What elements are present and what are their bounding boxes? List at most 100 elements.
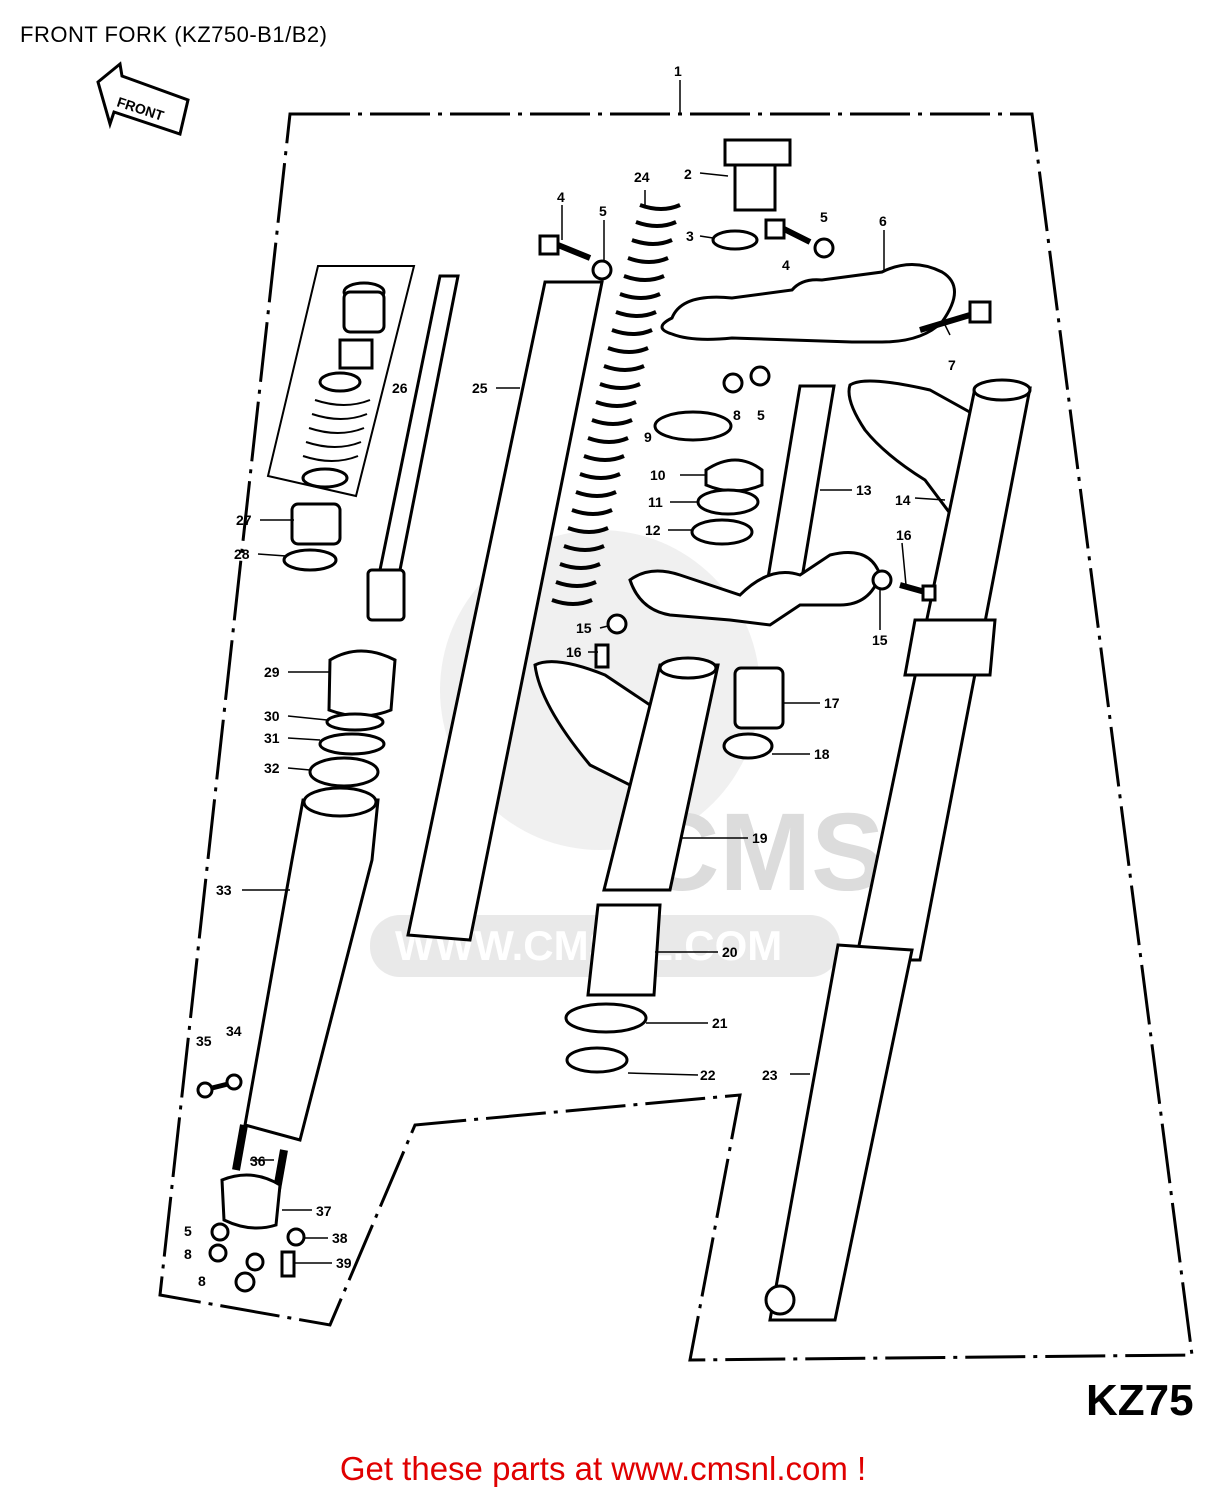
callout-17: 17 bbox=[824, 695, 840, 711]
part-27-piston bbox=[290, 502, 342, 546]
nut-15-left bbox=[606, 613, 628, 635]
part-21-gasket bbox=[564, 1002, 648, 1034]
callout-25: 25 bbox=[472, 380, 488, 396]
assembly-boundary bbox=[158, 112, 1194, 1362]
part-24-fork-spring bbox=[551, 203, 681, 606]
callout-9: 9 bbox=[644, 429, 652, 445]
callout-33: 33 bbox=[216, 882, 232, 898]
washer-5-right bbox=[813, 237, 835, 259]
callout-13: 13 bbox=[856, 482, 872, 498]
callout-22: 22 bbox=[700, 1067, 716, 1083]
callout-6: 6 bbox=[879, 213, 887, 229]
part-29-dust-seal bbox=[327, 649, 397, 718]
stud-36-left bbox=[232, 1124, 248, 1171]
callout-4b: 4 bbox=[782, 257, 790, 273]
callout-3: 3 bbox=[686, 228, 694, 244]
bolt-16-right bbox=[899, 582, 937, 602]
callout-16a: 16 bbox=[896, 527, 912, 543]
callout-31: 31 bbox=[264, 730, 280, 746]
part-37-axle-clamp bbox=[220, 1173, 282, 1230]
part-3-o-ring bbox=[711, 229, 759, 251]
bolt-16-left bbox=[594, 643, 610, 669]
part-28-ring bbox=[282, 548, 338, 572]
part-30-clip bbox=[325, 712, 385, 732]
callout-5b: 5 bbox=[820, 209, 828, 225]
part-6-upper-bracket bbox=[660, 263, 956, 344]
part-26-damper-kit-box bbox=[266, 265, 416, 498]
callout-4a: 4 bbox=[557, 189, 565, 205]
callout-15a: 15 bbox=[872, 632, 888, 648]
front-direction-arrow: FRONT bbox=[96, 61, 190, 136]
callout-24: 24 bbox=[634, 169, 650, 185]
callout-numbers: 1 2 3 4 5 4 5 6 7 8 5 9 10 11 12 13 14 1… bbox=[184, 63, 956, 1289]
callout-18: 18 bbox=[814, 746, 830, 762]
callout-29: 29 bbox=[264, 664, 280, 680]
front-fork-exploded-diagram: CMS WWW.CMSNL.COM FRONT bbox=[96, 61, 1194, 1362]
bolt-7 bbox=[919, 300, 992, 333]
part-31-washer bbox=[318, 732, 386, 756]
callout-32: 32 bbox=[264, 760, 280, 776]
washer-34 bbox=[225, 1073, 243, 1091]
callout-20: 20 bbox=[722, 944, 738, 960]
callout-15b: 15 bbox=[576, 620, 592, 636]
part-33-left-outer-tube bbox=[243, 798, 380, 1142]
nut-15-right bbox=[871, 569, 893, 591]
washer-5-left bbox=[591, 259, 613, 281]
part-2-top-plug bbox=[723, 138, 792, 212]
left-headlight-bracket bbox=[533, 660, 652, 798]
callout-10: 10 bbox=[650, 467, 666, 483]
bolt-4-right bbox=[764, 218, 812, 245]
bolt-39 bbox=[280, 1250, 296, 1278]
callout-1: 1 bbox=[674, 63, 682, 79]
washer-5-center bbox=[749, 365, 771, 387]
nut-8 bbox=[722, 372, 744, 394]
part-25-inner-tube bbox=[406, 280, 604, 942]
part-10-bearing-upper bbox=[704, 458, 764, 493]
part-11-race bbox=[696, 488, 760, 516]
model-badge: KZ75 bbox=[1086, 1376, 1194, 1425]
callout-28: 28 bbox=[234, 546, 250, 562]
callout-30: 30 bbox=[264, 708, 280, 724]
part-18-seat bbox=[722, 732, 774, 760]
nut-8-lower-bottom bbox=[234, 1271, 256, 1293]
washer-5-bottom bbox=[210, 1222, 230, 1242]
nut-8-mid-bottom bbox=[245, 1252, 265, 1272]
callout-34: 34 bbox=[226, 1023, 242, 1039]
callout-36: 36 bbox=[250, 1153, 266, 1169]
callout-12: 12 bbox=[645, 522, 661, 538]
callout-27: 27 bbox=[236, 512, 252, 528]
part-20-lower-cover bbox=[586, 903, 662, 997]
part-23-outer-tube bbox=[768, 943, 914, 1322]
nut-8-upper-bottom bbox=[208, 1243, 228, 1263]
part-17-guide bbox=[733, 666, 785, 730]
callout-8b: 8 bbox=[184, 1246, 192, 1262]
bolt-4-left bbox=[538, 234, 592, 261]
part-26-damper-rod bbox=[366, 274, 460, 622]
callout-5c: 5 bbox=[757, 407, 765, 423]
callout-5d: 5 bbox=[184, 1223, 192, 1239]
right-fork-cover bbox=[903, 618, 997, 677]
callout-23: 23 bbox=[762, 1067, 778, 1083]
part-22-gasket bbox=[565, 1046, 629, 1074]
part-9-seal bbox=[653, 410, 733, 442]
callout-16b: 16 bbox=[566, 644, 582, 660]
washer-38 bbox=[286, 1227, 306, 1247]
callout-38: 38 bbox=[332, 1230, 348, 1246]
callout-7: 7 bbox=[948, 357, 956, 373]
callout-2: 2 bbox=[684, 166, 692, 182]
callout-leaders bbox=[242, 80, 951, 1264]
page-title: FRONT FORK (KZ750-B1/B2) bbox=[20, 22, 328, 47]
part-13-lower-bracket bbox=[628, 551, 882, 627]
callout-39: 39 bbox=[336, 1255, 352, 1271]
callout-26: 26 bbox=[392, 380, 408, 396]
callout-35: 35 bbox=[196, 1033, 212, 1049]
callout-21: 21 bbox=[712, 1015, 728, 1031]
callout-5a: 5 bbox=[599, 203, 607, 219]
callout-8a: 8 bbox=[733, 407, 741, 423]
callout-8c: 8 bbox=[198, 1273, 206, 1289]
footer-link[interactable]: Get these parts at www.cmsnl.com ! bbox=[339, 1450, 867, 1487]
callout-11: 11 bbox=[648, 494, 663, 510]
part-14-headlight-bracket-right bbox=[847, 379, 977, 522]
callout-14: 14 bbox=[895, 492, 911, 508]
part-32-oil-seal bbox=[308, 756, 380, 788]
